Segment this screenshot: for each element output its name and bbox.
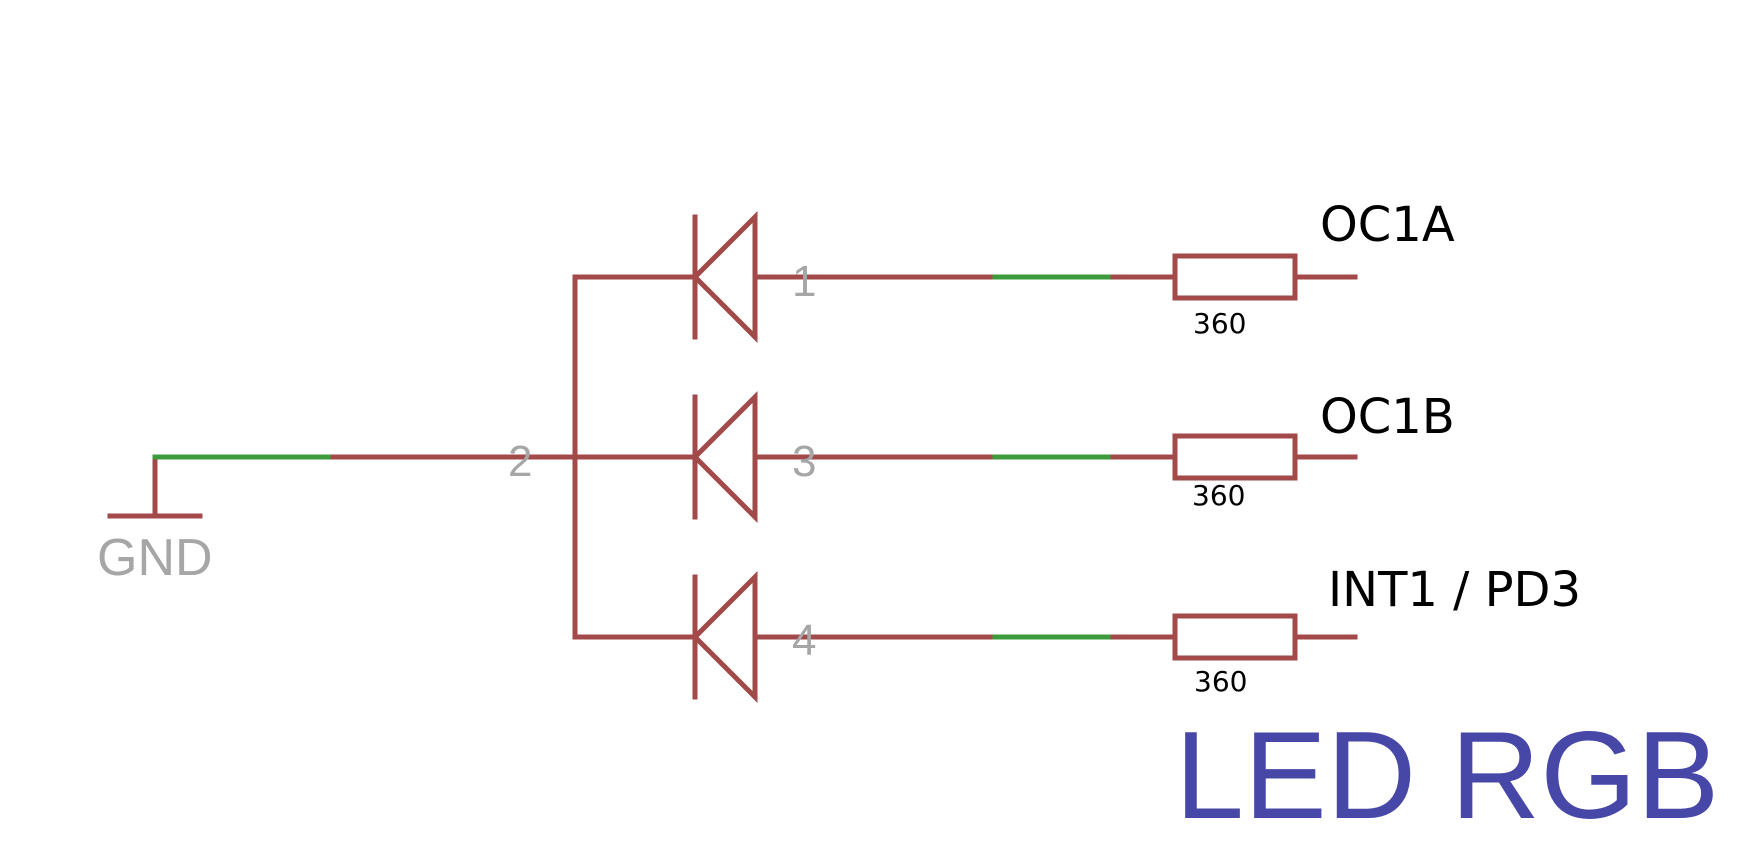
ground-symbol [107,454,203,519]
diode-2-symbol [691,390,758,524]
net-label-2: OC1B [1320,389,1455,445]
led-1-pin-label: 1 [792,257,816,306]
net-label-1: OC1A [1320,197,1455,253]
resistor-2 [1172,433,1298,481]
led-3-pin-label: 4 [792,616,816,665]
led-row-2 [572,390,1358,524]
resistor-2-value: 360 [1192,479,1245,512]
diode-3-symbol [691,570,758,704]
diode-1-symbol [691,210,758,344]
resistor-3-value: 360 [1194,665,1247,698]
gnd-label: GND [97,529,213,587]
common-pin-label: 2 [508,437,532,486]
led-2-pin-label: 3 [792,437,816,486]
resistor-1 [1172,253,1298,301]
net-label-3: INT1 / PD3 [1328,562,1581,618]
diagram-title: LED RGB [1175,707,1719,845]
led-row-1 [572,210,1358,344]
resistor-3 [1172,613,1298,661]
resistor-1-value: 360 [1193,307,1246,340]
led-row-3 [572,570,1358,704]
